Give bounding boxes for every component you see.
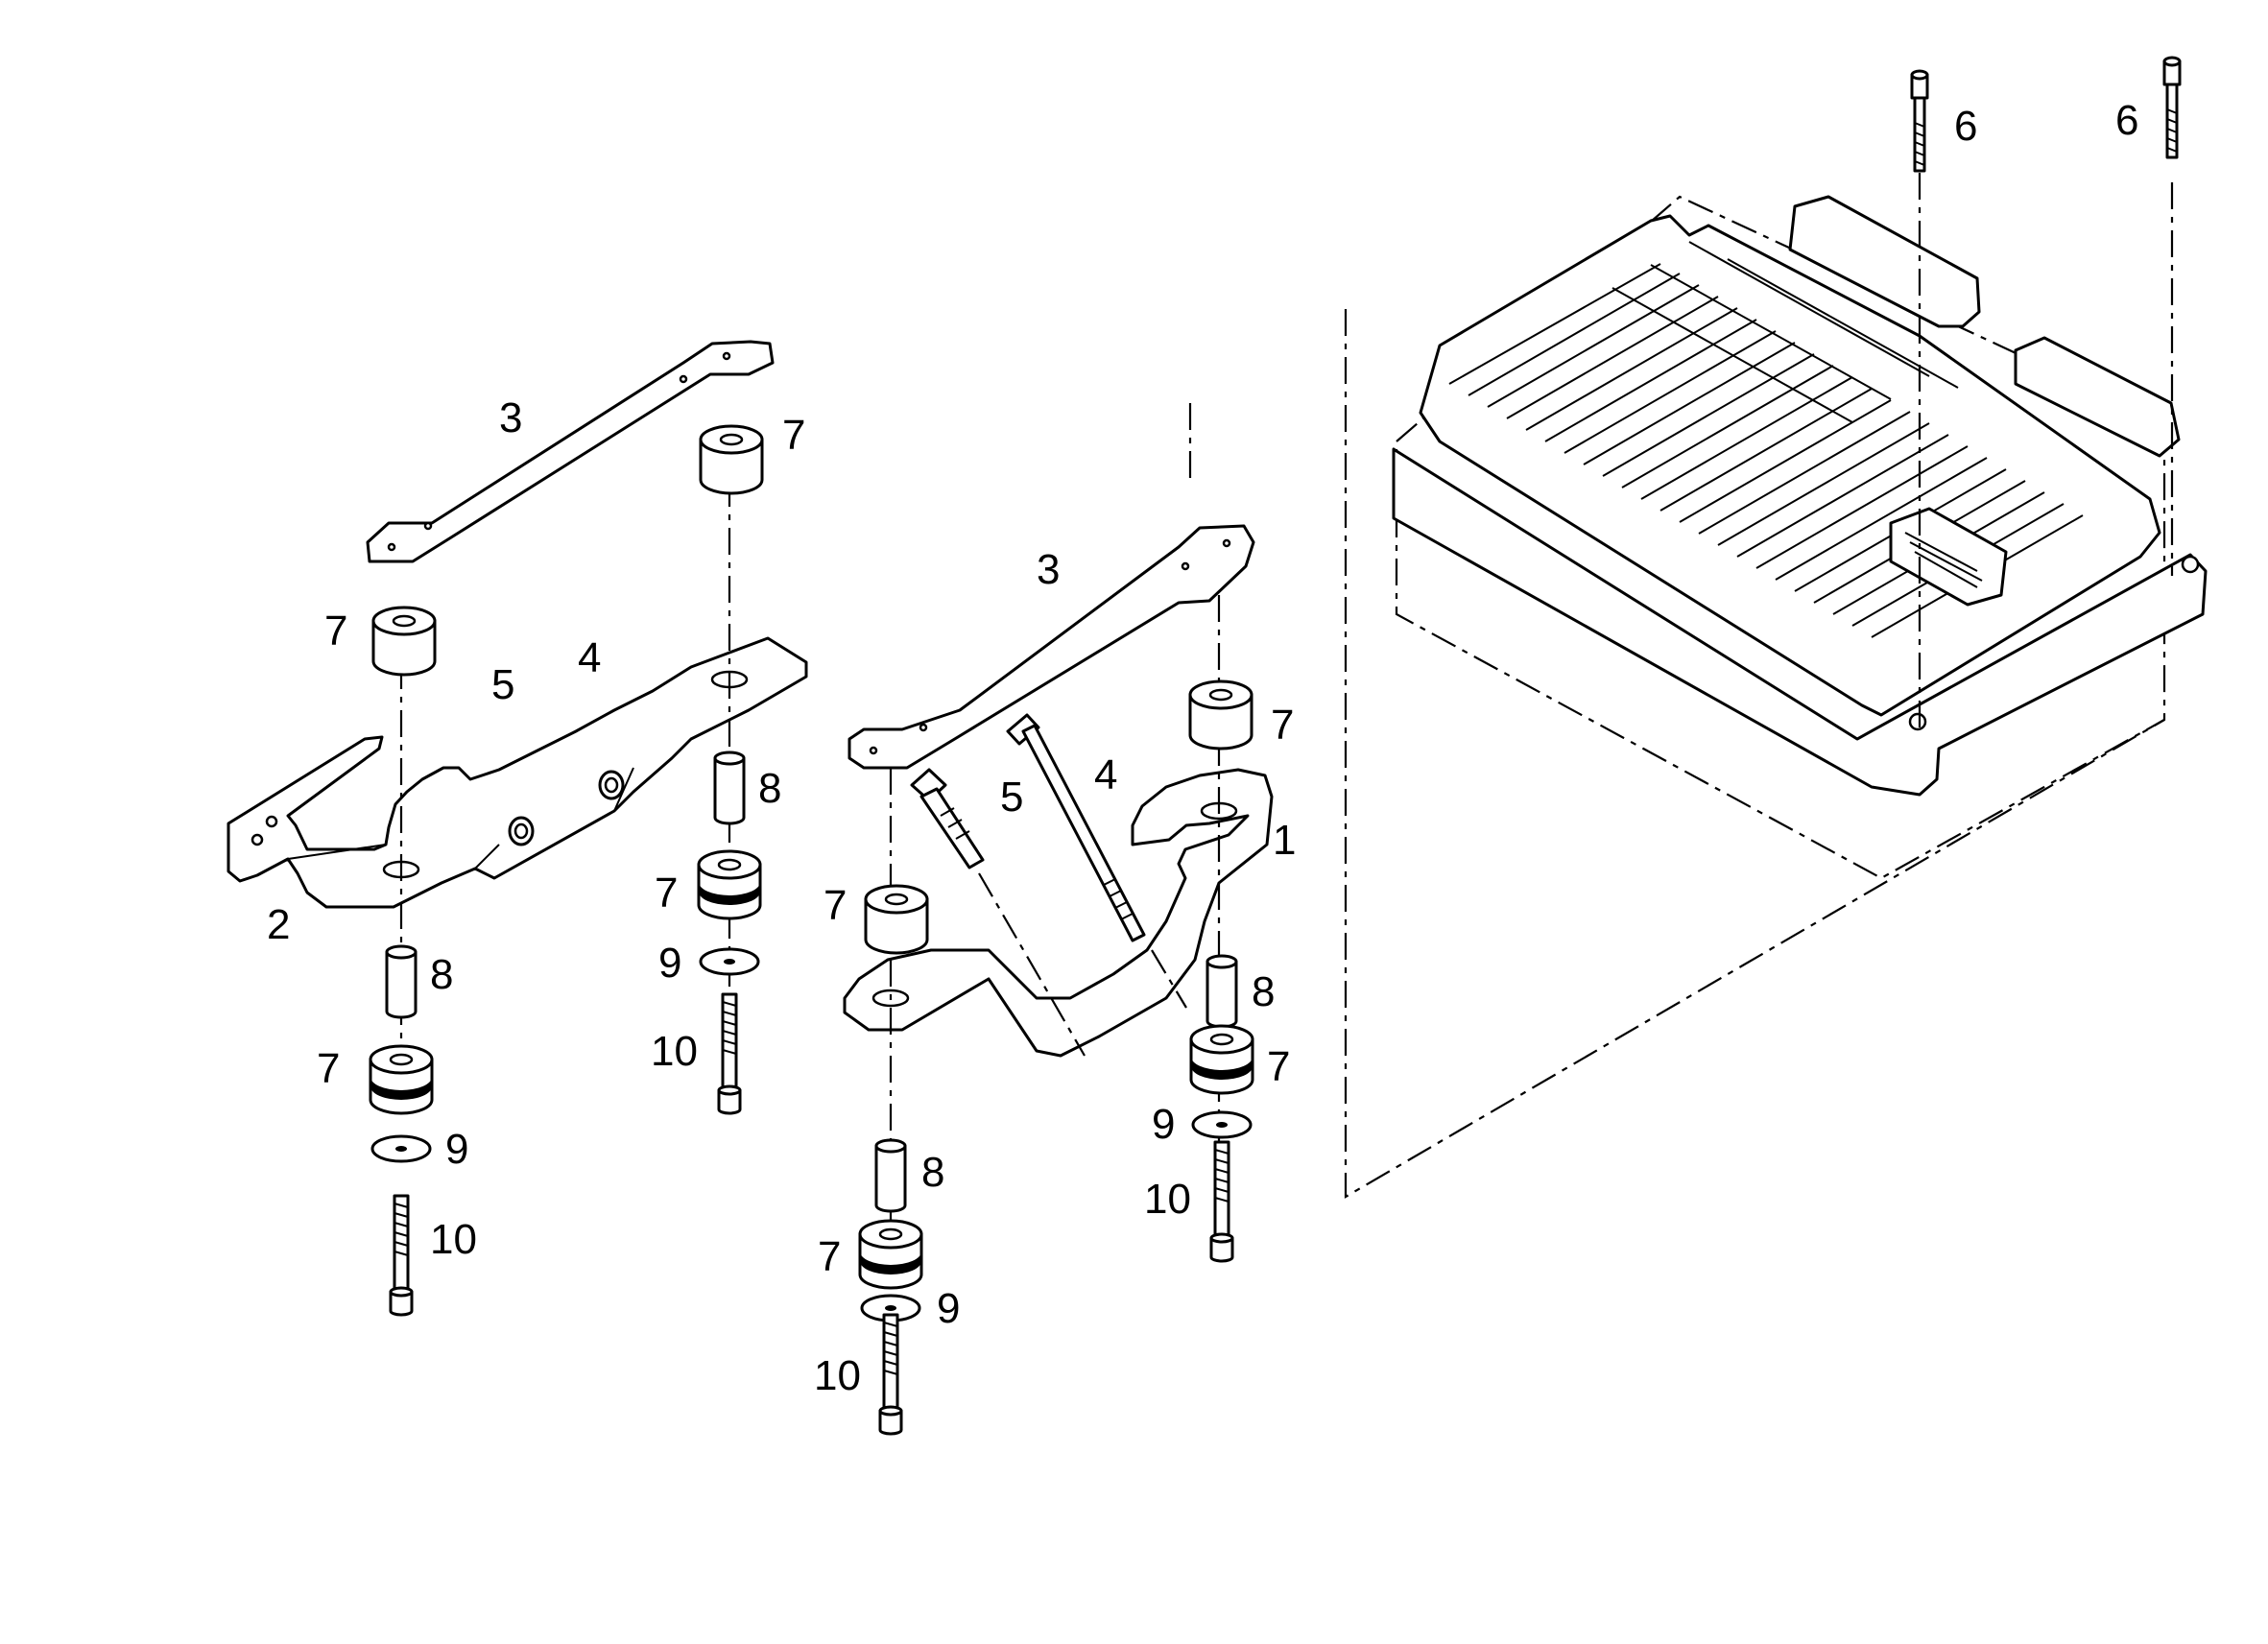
callout-sleeve-b-left: 8 <box>430 951 453 998</box>
callout-washer-b-right: 9 <box>937 1285 960 1332</box>
bolt-5-right <box>910 768 985 870</box>
controller-module: 6 6 <box>1188 56 2208 1199</box>
connector-right <box>2014 336 2181 458</box>
callout-bushing-lower-a-left: 7 <box>317 1045 340 1092</box>
bracket-2 <box>227 636 808 909</box>
controller-base <box>1392 447 2208 797</box>
callout-sleeve-a-left: 8 <box>758 765 781 812</box>
callout-strap-right: 3 <box>1037 546 1060 593</box>
callout-washer-b-left: 9 <box>445 1126 468 1173</box>
callout-bracket-2: 2 <box>267 901 290 948</box>
connector-left <box>1788 195 1981 328</box>
callout-strap-left: 3 <box>499 394 522 441</box>
right-bracket-assembly: 3 7 4 5 1 7 8 7 9 10 8 7 9 10 <box>814 524 1296 1436</box>
callout-bushing-top-b-right: 7 <box>824 882 847 929</box>
callout-screw-right-6: 6 <box>2115 97 2138 144</box>
callout-washer-a-right: 9 <box>1152 1101 1175 1148</box>
callout-bolt-short-right: 5 <box>1000 774 1023 821</box>
callout-bushing-lower-b-right: 7 <box>818 1233 841 1280</box>
callout-bracket-1: 1 <box>1273 817 1296 864</box>
callout-washer-a-left: 9 <box>658 940 681 987</box>
callout-screw-a-right: 10 <box>1144 1176 1191 1223</box>
callout-bolt-long-left: 4 <box>578 634 601 681</box>
callout-bushing-top-a-right: 7 <box>1271 702 1294 749</box>
strap-left <box>366 340 775 563</box>
callout-bolt-short-left: 5 <box>491 661 514 708</box>
callout-bushing-top-a-left: 7 <box>782 412 805 459</box>
callout-bolt-long-right: 4 <box>1094 751 1117 798</box>
callout-screw-b-left: 10 <box>430 1216 477 1263</box>
callout-screw-b-right: 10 <box>814 1352 861 1399</box>
callout-sleeve-a-right: 8 <box>1252 968 1275 1015</box>
callout-screw-left-6: 6 <box>1954 103 1977 150</box>
callout-sleeve-b-right: 8 <box>921 1149 944 1196</box>
strap-right <box>848 524 1255 770</box>
callout-bushing-lower-a-right: 7 <box>1267 1043 1290 1090</box>
callout-bushing-top-b-left: 7 <box>324 608 347 655</box>
callout-screw-a-left: 10 <box>651 1028 698 1075</box>
left-bracket-assembly: 3 7 7 5 4 2 8 7 9 10 8 7 9 10 <box>227 340 808 1317</box>
bolt-4-right <box>1006 713 1146 942</box>
callout-bushing-lower-b-left: 7 <box>655 870 678 917</box>
